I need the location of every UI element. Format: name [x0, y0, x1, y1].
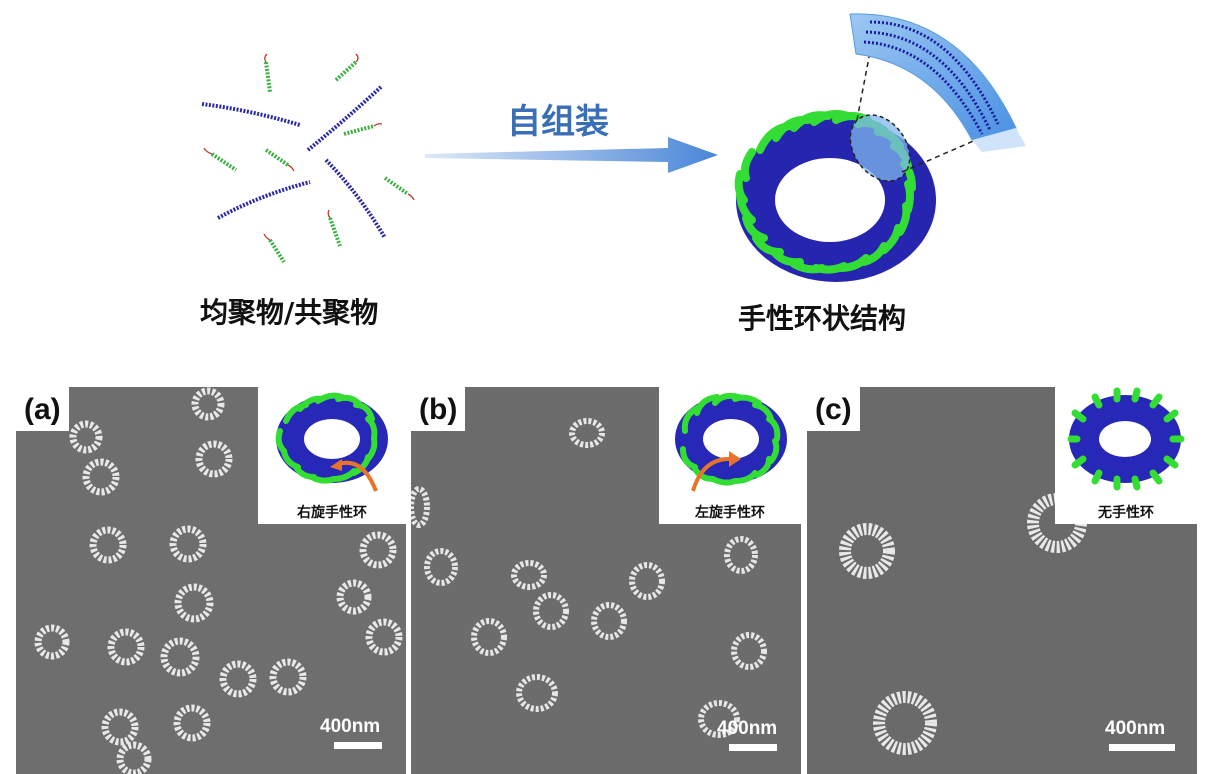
blue-chain: [201, 102, 301, 127]
green-chain: [210, 152, 238, 172]
panel-label-a: (a): [16, 387, 69, 431]
scale-text-a: 400nm: [320, 716, 381, 737]
arrow-label: 自组装: [507, 102, 609, 142]
scale-text-b: 400nm: [717, 718, 778, 739]
inset-label-b: 左旋手性环: [695, 505, 765, 521]
scale-bar-b: [729, 744, 777, 751]
blue-chain: [324, 158, 387, 240]
inset-c: 无手性环: [1055, 387, 1197, 524]
cross-section-highlight: [849, 114, 911, 182]
scale-bar-a: [334, 742, 382, 749]
polymer-chains: [201, 84, 387, 240]
blue-chain: [217, 180, 311, 220]
green-chain: [334, 60, 358, 82]
left-handed-torus-icon: [675, 392, 787, 492]
right-handed-torus-icon: [275, 392, 388, 492]
scale-bar-c: [1109, 744, 1175, 751]
inset-b: 左旋手性环: [659, 387, 801, 524]
inset-a: 右旋手性环: [258, 387, 406, 524]
inset-label-a: 右旋手性环: [297, 505, 367, 521]
assembly-arrow: [425, 137, 718, 173]
inset-label-c: 无手性环: [1098, 505, 1154, 521]
panel-label-b: (b): [411, 387, 466, 431]
green-chain: [383, 176, 410, 196]
left-caption: 均聚物/共聚物: [200, 296, 378, 329]
green-chain: [264, 61, 272, 93]
self-assembly-schematic: 自组装 均聚物/共聚物 手性环状结构: [200, 13, 1026, 335]
green-chain: [343, 124, 375, 136]
blue-chain: [306, 84, 384, 152]
green-chain: [268, 238, 286, 264]
copolymer-chains: [203, 53, 415, 264]
green-chain: [328, 217, 342, 247]
sem-panel-b: (b) 左旋手性环 400nm: [411, 387, 801, 774]
right-caption: 手性环状结构: [738, 302, 906, 335]
achiral-torus-icon: [1067, 387, 1185, 491]
sem-panel-a: (a) 右旋手性环 400nm: [16, 387, 406, 774]
panel-label-c: (c): [807, 387, 860, 431]
sem-panel-c: (c) 无手性环 400nm: [807, 387, 1197, 774]
sector-zoom: [849, 13, 1026, 152]
green-chain: [264, 148, 290, 167]
chiral-torus: [734, 51, 986, 282]
scale-text-c: 400nm: [1105, 718, 1166, 739]
